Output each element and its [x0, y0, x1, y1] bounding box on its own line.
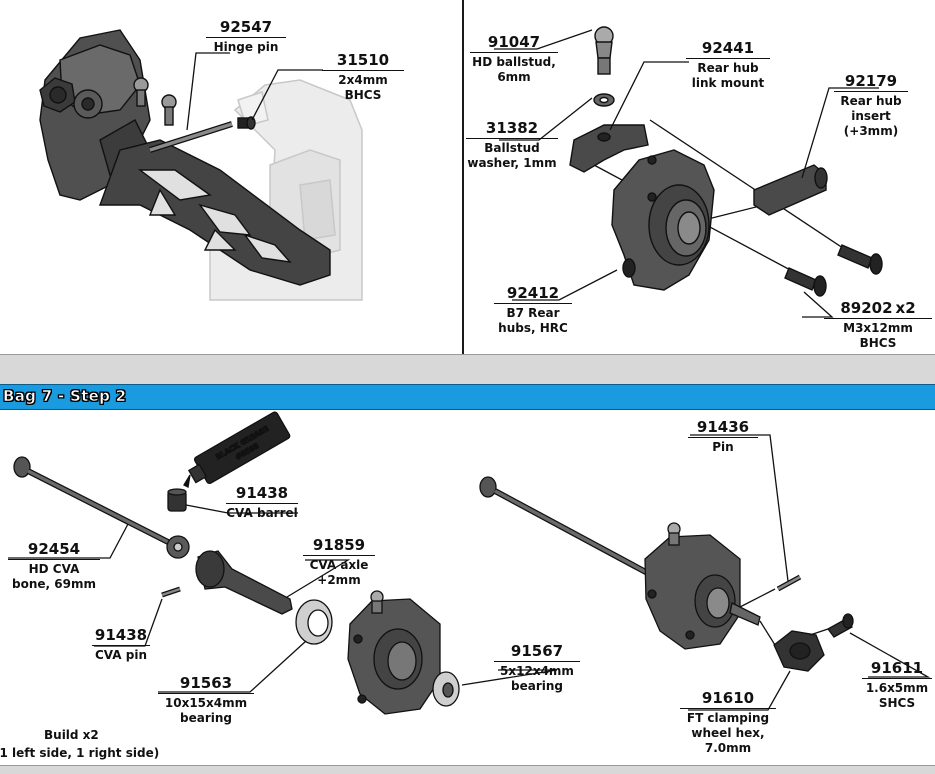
callout-10x15x4-bearing: 91563 10x15x4mm bearing	[158, 675, 254, 726]
part-description: 5x12x4mm	[500, 664, 574, 678]
part-description: M3x12mm	[843, 321, 913, 335]
part-description: +2mm	[317, 573, 361, 587]
callout-cva-axle: 91859 CVA axle +2mm	[303, 537, 375, 588]
part-description: wheel hex,	[691, 726, 765, 740]
part-description: bone, 69mm	[12, 577, 96, 591]
section-separator	[0, 354, 935, 385]
part-description: link mount	[691, 76, 765, 90]
part-number: 91859	[303, 537, 375, 556]
part-description: Rear hub	[697, 61, 759, 75]
part-description: Pin	[712, 440, 734, 454]
part-description: CVA axle	[309, 558, 369, 572]
callout-5x12x4-bearing: 91567 5x12x4mm bearing	[494, 643, 580, 694]
callout-ballstud-washer: 31382 Ballstud washer, 1mm	[466, 120, 558, 171]
panel-hinge-pin-assembly: 92547 Hinge pin 31510 2x4mm BHCS	[0, 0, 462, 354]
part-description: Ballstud	[484, 141, 540, 155]
callout-hub-insert: 92179 Rear hub insert (+3mm)	[834, 73, 908, 139]
callout-hinge-pin: 92547 Hinge pin	[206, 19, 286, 55]
callout-cva-barrel: 91438 CVA barrel	[226, 485, 298, 521]
callout-cva-pin: 91438 CVA pin	[92, 627, 150, 663]
part-description: FT clamping	[686, 711, 770, 725]
part-description: SHCS	[878, 696, 916, 710]
build-note-title: Build x2	[44, 728, 99, 742]
part-description: BHCS	[859, 336, 897, 350]
part-description: 6mm	[497, 70, 531, 84]
rear-hub-illustration	[494, 26, 883, 318]
callout-1-6x5-shcs: 91611 1.6x5mm SHCS	[862, 660, 932, 711]
part-number: 92412	[494, 285, 572, 304]
part-description: insert	[851, 109, 891, 123]
part-description: HD ballstud,	[472, 55, 556, 69]
callout-ballstud: 91047 HD ballstud, 6mm	[470, 34, 558, 85]
part-description: CVA pin	[95, 648, 147, 662]
part-description: hubs, HRC	[498, 321, 568, 335]
part-description: bearing	[511, 679, 563, 693]
part-description: washer, 1mm	[467, 156, 557, 170]
callout-2x4-bhcs: 31510 2x4mm BHCS	[322, 52, 404, 103]
part-number: 91610	[680, 690, 776, 709]
part-number: 31382	[466, 120, 558, 139]
part-number: 92454	[8, 541, 100, 560]
rear-arm-hub-illustration	[39, 29, 363, 301]
panel-rear-hub-assembly: 91047 HD ballstud, 6mm 92441 Rear hub li…	[464, 0, 935, 354]
callout-cva-bone: 92454 HD CVA bone, 69mm	[8, 541, 100, 592]
part-description: 7.0mm	[704, 741, 752, 755]
callout-wheel-hex: 91610 FT clamping wheel hex, 7.0mm	[680, 690, 776, 756]
part-description: (+3mm)	[843, 124, 899, 138]
part-number: 91438	[92, 627, 150, 646]
callout-rear-hub: 92412 B7 Rear hubs, HRC	[494, 285, 572, 336]
part-number: 91567	[494, 643, 580, 662]
build-note-detail: (1 left side, 1 right side)	[0, 746, 160, 760]
step-title: Bag 7 - Step 2	[3, 387, 127, 406]
part-description: 1.6x5mm	[865, 681, 929, 695]
part-description: HD CVA	[28, 562, 80, 576]
part-description: Rear hub	[840, 94, 902, 108]
quantity-badge: x2	[895, 299, 916, 317]
panel-divider	[462, 0, 464, 354]
cva-driveshaft-illustration: BLACK GREASE #6588	[8, 411, 931, 715]
part-number-text: 89202	[840, 299, 893, 317]
callout-link-mount: 92441 Rear hub link mount	[686, 40, 770, 91]
part-number: 31510	[322, 52, 404, 71]
part-description: 2x4mm	[338, 73, 388, 87]
bottom-separator	[0, 765, 935, 774]
part-description: B7 Rear	[506, 306, 560, 320]
part-number: 91438	[226, 485, 298, 504]
part-description: 10x15x4mm	[164, 696, 248, 710]
part-number: 91611	[862, 660, 932, 679]
part-number: 92179	[834, 73, 908, 92]
panel-cva-assembly: BLACK GREASE #6588	[0, 409, 935, 765]
part-number: 91436	[688, 419, 758, 438]
part-description: Hinge pin	[213, 40, 279, 54]
part-number: 91047	[470, 34, 558, 53]
part-number: 91563	[158, 675, 254, 694]
part-description: BHCS	[344, 88, 382, 102]
step-header: Bag 7 - Step 2	[0, 384, 935, 410]
callout-pin: 91436 Pin	[688, 419, 758, 455]
part-number: 92441	[686, 40, 770, 59]
part-description: bearing	[180, 711, 232, 725]
part-description: CVA barrel	[226, 506, 298, 520]
part-number: 92547	[206, 19, 286, 38]
